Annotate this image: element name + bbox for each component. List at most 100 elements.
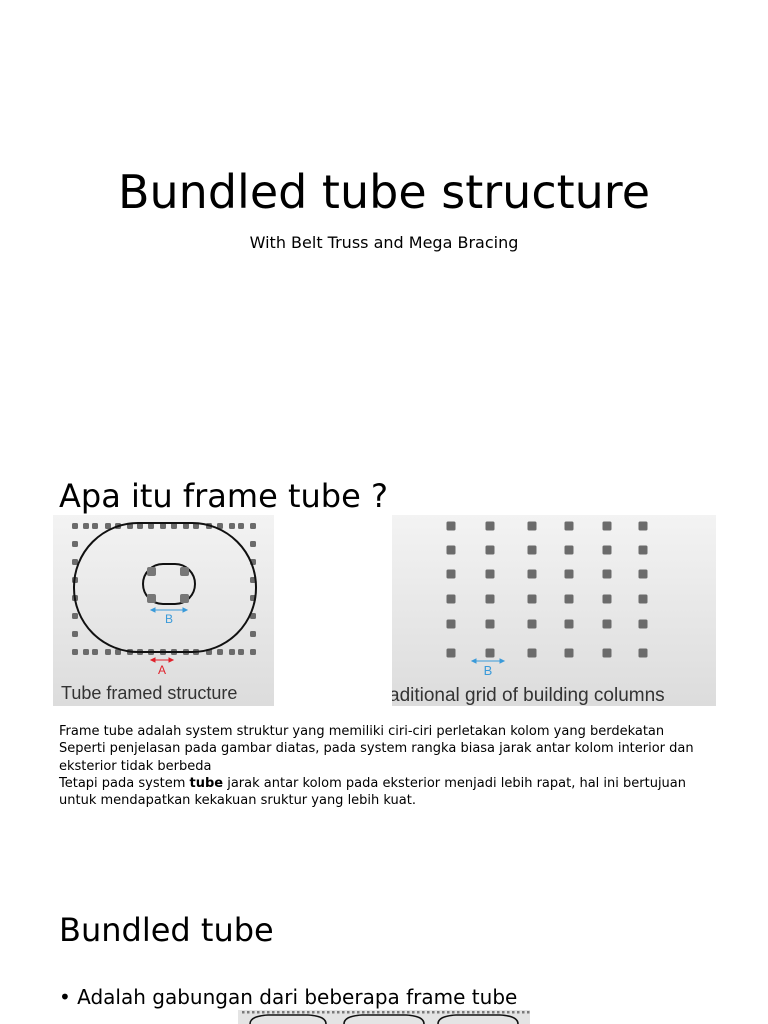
grid-column: [446, 521, 456, 531]
bundled-tube-figure: [238, 1010, 530, 1024]
perimeter-column: [171, 523, 177, 529]
grid-column: [527, 594, 537, 604]
grid-column: [446, 569, 456, 579]
grid-column: [638, 521, 648, 531]
paragraph-1: Frame tube adalah system struktur yang m…: [59, 724, 665, 739]
bundle-column: [307, 1011, 310, 1014]
frame-tube-description: Frame tube adalah system struktur yang m…: [59, 723, 699, 809]
grid-column: [602, 619, 612, 629]
bundle-column: [422, 1011, 425, 1014]
grid-columns: [446, 521, 648, 658]
grid-column: [638, 569, 648, 579]
grid-column: [485, 521, 495, 531]
bundle-column: [257, 1011, 260, 1014]
grid-column: [485, 545, 495, 555]
bundle-column: [367, 1011, 370, 1014]
bundle-column: [482, 1011, 485, 1014]
bundle-column: [242, 1011, 245, 1014]
bundle-column: [517, 1011, 520, 1014]
bundle-column: [282, 1011, 285, 1014]
perimeter-column: [83, 649, 89, 655]
bundle-column: [407, 1011, 410, 1014]
bundle-column: [412, 1011, 415, 1014]
perimeter-column: [105, 649, 111, 655]
perimeter-column: [238, 523, 244, 529]
perimeter-column: [193, 523, 199, 529]
perimeter-column: [160, 523, 166, 529]
grid-column: [446, 545, 456, 555]
bundle-column: [417, 1011, 420, 1014]
slide-title: Bundled tube structure: [117, 165, 651, 219]
grid-column: [485, 594, 495, 604]
perimeter-column: [229, 649, 235, 655]
grid-column: [564, 545, 574, 555]
frame-tube-heading: Apa itu frame tube ?: [59, 477, 388, 515]
paragraph-3-end: jarak antar kolom pada eksterior menjadi…: [59, 775, 686, 809]
grid-column: [564, 594, 574, 604]
bundle-column: [262, 1011, 265, 1014]
column-grid-figure: B aditional grid of building columns: [392, 515, 716, 706]
grid-column: [602, 521, 612, 531]
grid-column: [446, 619, 456, 629]
bundle-column: [357, 1011, 360, 1014]
bundle-column: [347, 1011, 350, 1014]
perimeter-column: [92, 523, 98, 529]
tube-framed-structure-figure: B A Tube framed structure: [53, 515, 274, 706]
bundle-column: [497, 1011, 500, 1014]
grid-column: [602, 569, 612, 579]
perimeter-column: [148, 523, 154, 529]
bundle-column: [392, 1011, 395, 1014]
bundle-column: [397, 1011, 400, 1014]
grid-column: [564, 619, 574, 629]
grid-column: [446, 648, 456, 658]
grid-column: [564, 569, 574, 579]
perimeter-column: [229, 523, 235, 529]
bundle-column: [317, 1011, 320, 1014]
perimeter-column: [72, 613, 78, 619]
bundle-column: [432, 1011, 435, 1014]
perimeter-column: [105, 523, 111, 529]
bundled-tube-heading: Bundled tube: [59, 911, 274, 949]
grid-column: [527, 569, 537, 579]
paragraph-3: Tetapi pada system tube jarak antar kolo…: [59, 775, 699, 810]
perimeter-column: [250, 541, 256, 547]
perimeter-column: [137, 523, 143, 529]
perimeter-column: [250, 649, 256, 655]
figure-caption-right: aditional grid of building columns: [392, 685, 665, 706]
bundle-column: [527, 1011, 530, 1014]
bundle-column: [402, 1011, 405, 1014]
bundle-column: [442, 1011, 445, 1014]
bundle-column: [322, 1011, 325, 1014]
perimeter-column: [250, 523, 256, 529]
grid-column: [564, 521, 574, 531]
bundle-column: [292, 1011, 295, 1014]
bundle-column: [382, 1011, 385, 1014]
perimeter-column: [217, 649, 223, 655]
perimeter-column: [72, 649, 78, 655]
figure-caption-left: Tube framed structure: [61, 683, 237, 703]
grid-column: [485, 648, 495, 658]
perimeter-column: [72, 523, 78, 529]
perimeter-column: [115, 649, 121, 655]
bundle-column: [507, 1011, 510, 1014]
bundle-column: [297, 1011, 300, 1014]
grid-column: [602, 648, 612, 658]
dimension-b-arrow: [149, 607, 189, 613]
bundle-column: [332, 1011, 335, 1014]
bundle-column: [377, 1011, 380, 1014]
grid-column: [602, 594, 612, 604]
paragraph-2: Seperti penjelasan pada gambar diatas, p…: [59, 741, 694, 774]
bundle-column: [312, 1011, 315, 1014]
paragraph-3-start: Tetapi pada system: [59, 775, 190, 791]
bundle-column: [472, 1011, 475, 1014]
dimension-b-label: B: [165, 612, 173, 626]
grid-column: [602, 545, 612, 555]
perimeter-column: [83, 523, 89, 529]
grid-column: [527, 619, 537, 629]
perimeter-column: [250, 631, 256, 637]
perimeter-column: [238, 649, 244, 655]
perimeter-column: [183, 523, 189, 529]
grid-column: [527, 545, 537, 555]
bundle-column: [302, 1011, 305, 1014]
bundle-column: [447, 1011, 450, 1014]
